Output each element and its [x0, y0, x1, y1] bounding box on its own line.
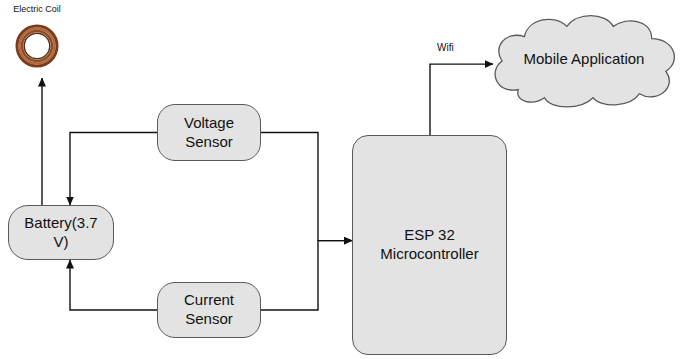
edge-label: Wifi	[436, 42, 455, 53]
connector-arrow	[430, 64, 493, 135]
connector-arrow	[41, 78, 42, 205]
connector-arrow	[70, 260, 157, 310]
node-label: Battery(3.7 V)	[17, 214, 105, 252]
node-label: ESP 32 Microcontroller	[361, 226, 498, 264]
electric-coil: Electric Coil	[4, 3, 70, 77]
cloud-node: Mobile Application	[488, 8, 680, 110]
battery-box: Battery(3.7 V)	[8, 205, 114, 260]
node-label: Current Sensor	[166, 291, 252, 329]
node-label: Mobile Application	[524, 50, 645, 69]
microcontroller-box: ESP 32 Microcontroller	[352, 135, 507, 355]
connector-arrow	[70, 133, 157, 206]
sensor-box: Current Sensor	[157, 282, 261, 338]
node-label: Voltage Sensor	[166, 114, 252, 152]
part-label: Electric Coil	[13, 5, 61, 15]
connector-arrow	[261, 133, 352, 241]
sensor-box: Voltage Sensor	[157, 104, 261, 161]
coil-illustration	[12, 21, 62, 71]
connector-arrow	[261, 241, 352, 310]
